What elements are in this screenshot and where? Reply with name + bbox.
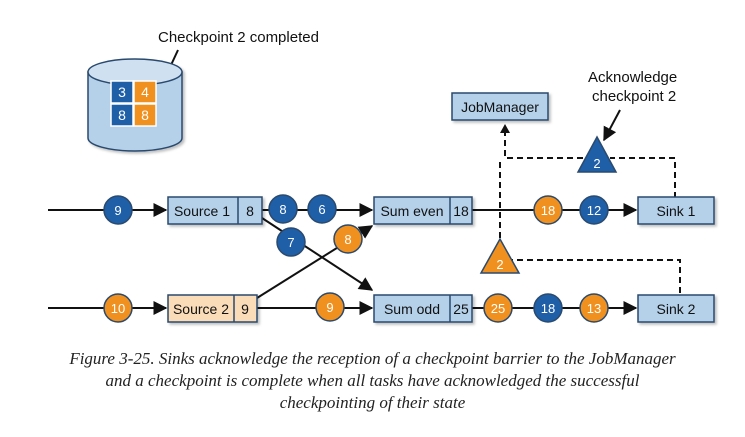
task-sum-odd: Sum odd 25 — [373, 294, 473, 323]
task-sink-1: Sink 1 — [637, 196, 715, 225]
task-state: 18 — [453, 203, 469, 219]
storage-cell: 4 — [141, 84, 149, 100]
checkpoint-completed-label: Checkpoint 2 completed — [158, 29, 319, 46]
task-label: Source 1 — [174, 203, 230, 219]
task-label: Sum odd — [384, 301, 440, 317]
ack-label-line1: Acknowledge — [588, 69, 677, 86]
task-label: Source 2 — [173, 301, 229, 317]
record-value: 25 — [491, 301, 505, 316]
jobmanager-label: JobManager — [461, 99, 539, 115]
task-state: 25 — [453, 301, 469, 317]
task-sum-even: Sum even 18 — [373, 196, 473, 225]
task-label: Sum even — [380, 203, 443, 219]
barrier-value: 2 — [593, 156, 600, 171]
record-value: 6 — [318, 202, 325, 217]
task-label: Sink 2 — [657, 301, 696, 317]
record-value: 8 — [279, 202, 286, 217]
record-value: 9 — [114, 203, 121, 218]
record-circles — [103, 194, 609, 323]
task-state: 9 — [241, 301, 249, 317]
ack-lines — [499, 127, 681, 293]
ack-label-line2: checkpoint 2 — [592, 88, 676, 105]
record-value: 8 — [344, 232, 351, 247]
caption-line-3: checkpointing of their state — [279, 393, 466, 412]
barrier-lower: 2 — [479, 237, 521, 274]
figure-caption: Figure 3-25. Sinks acknowledge the recep… — [0, 348, 745, 414]
record-value: 10 — [111, 301, 125, 316]
record-values: 9 8 6 7 8 10 9 18 12 25 18 13 — [111, 202, 601, 316]
task-source-2: Source 2 9 — [167, 294, 258, 323]
ack-arrowhead — [500, 124, 510, 133]
task-state: 8 — [246, 203, 254, 219]
barrier-upper: 2 — [576, 135, 618, 173]
storage-cell: 8 — [141, 107, 149, 123]
task-label: Sink 1 — [657, 203, 696, 219]
record-value: 18 — [541, 301, 555, 316]
record-value: 18 — [541, 203, 555, 218]
caption-line-2: and a checkpoint is complete when all ta… — [105, 371, 640, 390]
storage-cell: 3 — [118, 84, 126, 100]
record-value: 12 — [587, 203, 601, 218]
record-value: 9 — [326, 300, 333, 315]
ack-pointer — [603, 109, 621, 142]
jobmanager-box — [451, 92, 549, 121]
caption-line-1: Figure 3-25. Sinks acknowledge the recep… — [69, 349, 676, 368]
storage-grid: 3 4 8 8 — [110, 80, 157, 127]
task-sink-2: Sink 2 — [637, 294, 715, 323]
task-source-1: Source 1 8 — [167, 196, 263, 225]
storage-cell: 8 — [118, 107, 126, 123]
record-value: 7 — [287, 235, 294, 250]
record-value: 13 — [587, 301, 601, 316]
barrier-value: 2 — [496, 257, 503, 272]
